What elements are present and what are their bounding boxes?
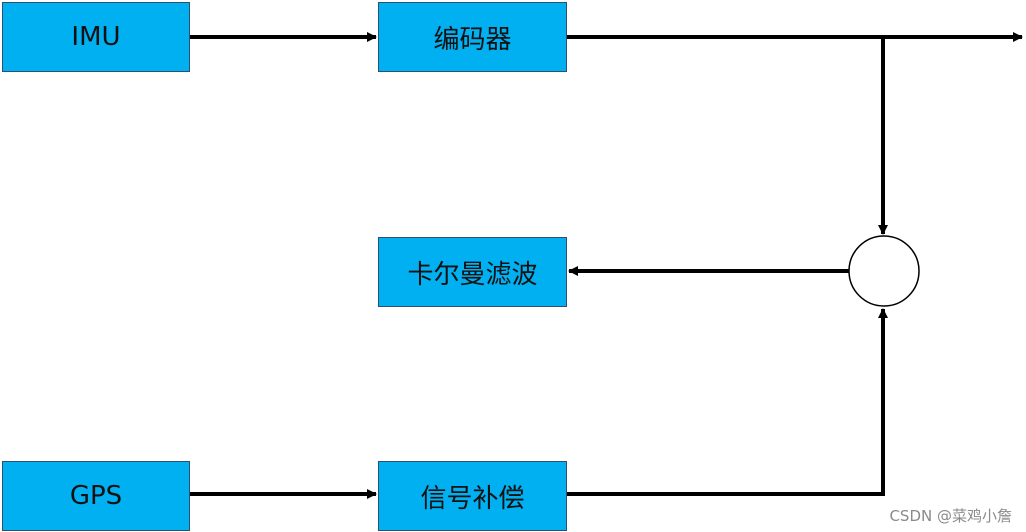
kalman-filter-node: 卡尔曼滤波 [378,237,567,307]
kalman-filter-label: 卡尔曼滤波 [407,259,538,290]
watermark: CSDN @菜鸡小詹 [889,507,1012,525]
imu-node: IMU [2,2,190,72]
imu-label: IMU [71,22,121,52]
arrow-compensation-to-junction [567,308,888,496]
signal-compensation-label: 信号补偿 [420,483,525,514]
summing-junction [848,235,920,307]
gps-label: GPS [69,481,123,511]
encoder-node: 编码器 [378,2,567,72]
gps-node: GPS [2,461,190,531]
encoder-label: 编码器 [433,24,512,55]
signal-compensation-node: 信号补偿 [378,461,567,531]
